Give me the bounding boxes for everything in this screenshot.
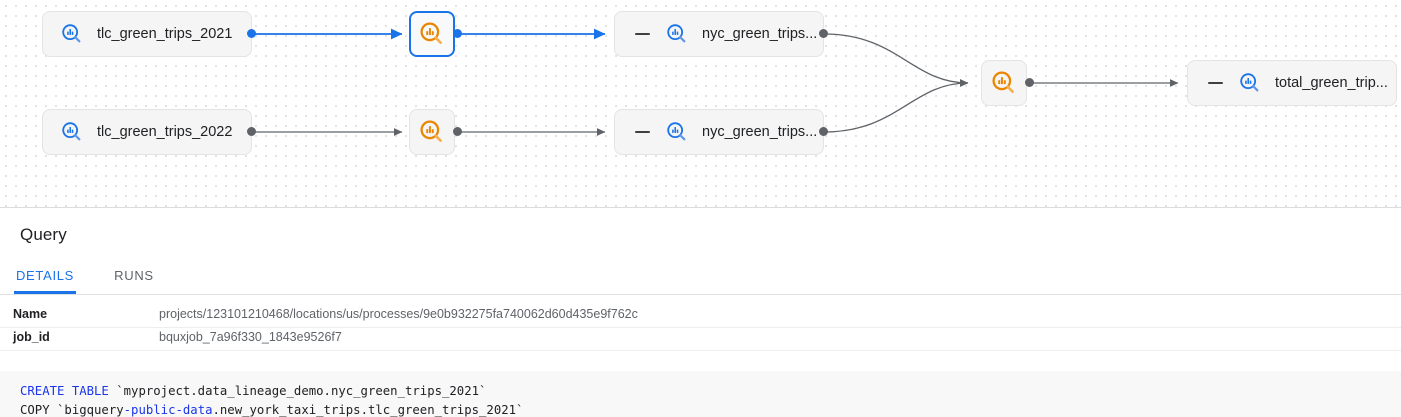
details-panel: Query DETAILS RUNS Name projects/1231012… bbox=[0, 208, 1401, 417]
bigquery-process-icon bbox=[419, 21, 445, 47]
lineage-edges bbox=[252, 28, 1179, 136]
lineage-node-tlc-green-trips-2022[interactable]: tlc_green_trips_2022 bbox=[42, 109, 252, 155]
bigquery-table-icon bbox=[666, 23, 688, 45]
lineage-node-total-green-trips[interactable]: total_green_trip... bbox=[1187, 60, 1397, 106]
collapse-icon[interactable] bbox=[635, 130, 650, 134]
bigquery-process-icon bbox=[419, 119, 445, 145]
node-output-port[interactable] bbox=[1025, 78, 1034, 87]
bigquery-table-icon bbox=[1239, 72, 1261, 94]
tab-details[interactable]: DETAILS bbox=[14, 261, 76, 294]
node-output-port[interactable] bbox=[247, 127, 256, 136]
node-output-port[interactable] bbox=[819, 29, 828, 38]
lineage-canvas[interactable]: tlc_green_trips_2021 tlc_green_trips_202… bbox=[0, 0, 1401, 208]
node-output-port[interactable] bbox=[247, 29, 256, 38]
tab-runs-label: RUNS bbox=[114, 268, 154, 283]
lineage-node-nyc-green-trips-bottom[interactable]: nyc_green_trips... bbox=[614, 109, 824, 155]
panel-tabs: DETAILS RUNS bbox=[0, 261, 1401, 295]
lineage-node-label: total_green_trip... bbox=[1275, 75, 1388, 91]
lineage-node-nyc-green-trips-top[interactable]: nyc_green_trips... bbox=[614, 11, 824, 57]
lineage-node-label: nyc_green_trips... bbox=[702, 26, 818, 42]
lineage-node-tlc-green-trips-2021[interactable]: tlc_green_trips_2021 bbox=[42, 11, 252, 57]
lineage-process-node-1[interactable] bbox=[409, 11, 455, 57]
bigquery-process-icon bbox=[991, 70, 1017, 96]
property-value: projects/123101210468/locations/us/proce… bbox=[159, 307, 638, 321]
lineage-node-label: tlc_green_trips_2021 bbox=[97, 26, 233, 42]
sql-line2-rest: .new_york_taxi_trips.tlc_green_trips_202… bbox=[212, 403, 524, 417]
collapse-icon[interactable] bbox=[635, 32, 650, 36]
bigquery-table-icon bbox=[61, 23, 83, 45]
bigquery-table-icon bbox=[61, 121, 83, 143]
collapse-icon[interactable] bbox=[1208, 81, 1223, 85]
node-output-port[interactable] bbox=[819, 127, 828, 136]
lineage-node-label: tlc_green_trips_2022 bbox=[97, 124, 233, 140]
property-value: bquxjob_7a96f330_1843e9526f7 bbox=[159, 330, 342, 344]
sql-line2-pre: COPY `bigquery bbox=[20, 403, 124, 417]
node-output-port[interactable] bbox=[453, 29, 462, 38]
sql-line1-rest: `myproject.data_lineage_demo.nyc_green_t… bbox=[108, 384, 487, 398]
panel-title: Query bbox=[20, 225, 67, 244]
property-row-job-id: job_id bquxjob_7a96f330_1843e9526f7 bbox=[0, 327, 1401, 351]
sql-keyword-public-data: -public-data bbox=[123, 403, 213, 417]
tab-runs[interactable]: RUNS bbox=[112, 261, 156, 294]
lineage-process-node-2[interactable] bbox=[409, 109, 455, 155]
sql-query-block[interactable]: CREATE TABLE `myproject.data_lineage_dem… bbox=[0, 371, 1401, 417]
tab-details-label: DETAILS bbox=[15, 268, 75, 283]
lineage-process-node-3[interactable] bbox=[981, 60, 1027, 106]
lineage-node-label: nyc_green_trips... bbox=[702, 124, 818, 140]
property-key: job_id bbox=[13, 330, 50, 344]
property-row-name: Name projects/123101210468/locations/us/… bbox=[0, 304, 1401, 328]
panel-divider bbox=[0, 207, 1401, 208]
node-output-port[interactable] bbox=[453, 127, 462, 136]
sql-keyword-create-table: CREATE TABLE bbox=[20, 384, 109, 398]
bigquery-table-icon bbox=[666, 121, 688, 143]
property-key: Name bbox=[13, 307, 48, 321]
